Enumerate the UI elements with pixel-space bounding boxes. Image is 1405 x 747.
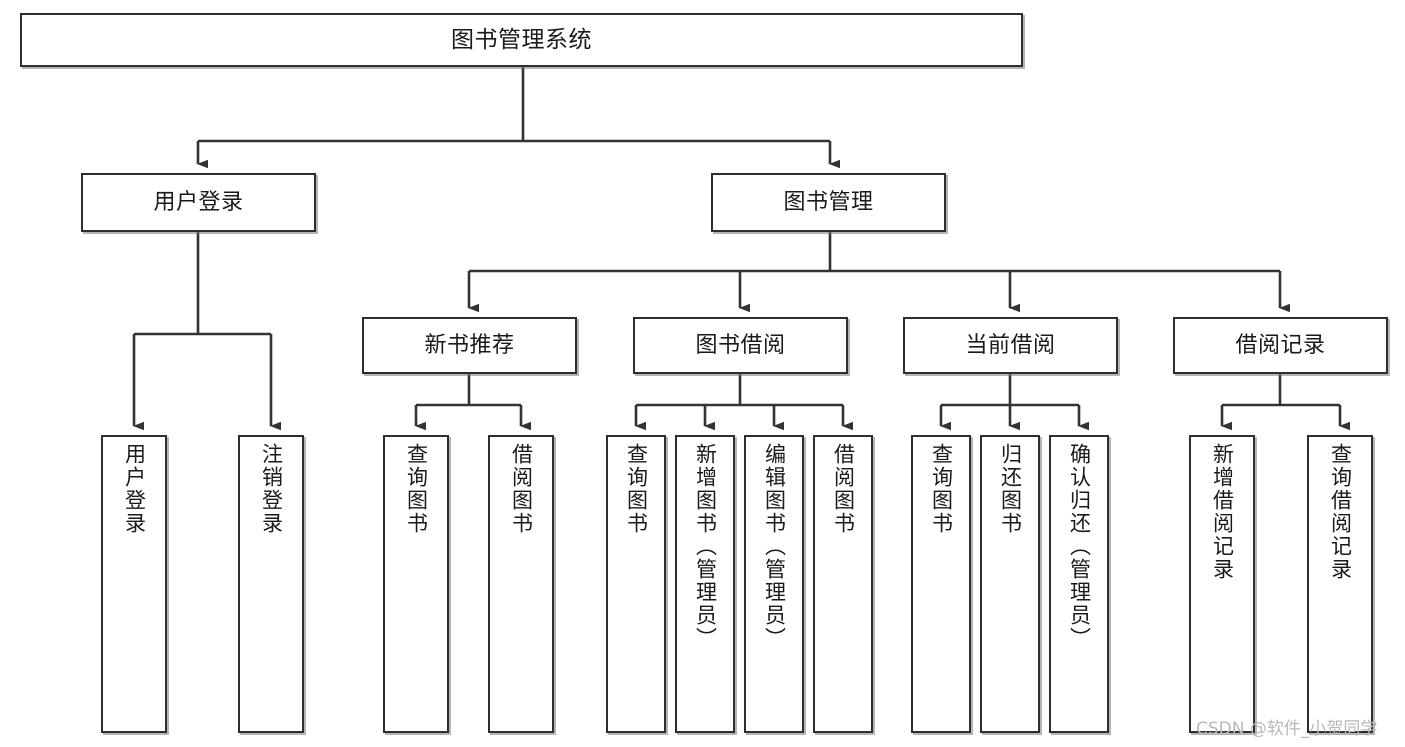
leaf-query-book-borrow[interactable]: 查询图书: [606, 435, 666, 733]
csdn-watermark: CSDN @软件_小贺同学: [1196, 719, 1378, 739]
node-label: 查询图书: [929, 443, 954, 535]
node-root-book-management-system[interactable]: 图书管理系统: [20, 13, 1023, 67]
node-user-login[interactable]: 用户登录: [81, 173, 316, 232]
node-label: 新增借阅记录: [1210, 443, 1235, 581]
node-label: 归还图书: [998, 443, 1023, 535]
node-new-book-recommend[interactable]: 新书推荐: [362, 317, 577, 374]
leaf-query-book-recommend[interactable]: 查询图书: [383, 435, 449, 733]
node-label: 借阅图书: [831, 443, 856, 535]
node-book-management[interactable]: 图书管理: [711, 173, 946, 232]
leaf-query-borrow-record[interactable]: 查询借阅记录: [1307, 435, 1373, 733]
node-current-borrow[interactable]: 当前借阅: [903, 317, 1118, 374]
node-label: 图书管理系统: [451, 26, 592, 53]
node-label: 查询借阅记录: [1328, 443, 1353, 581]
node-label: 用户登录: [153, 189, 244, 215]
node-label: 查询图书: [624, 443, 649, 535]
node-label: 编辑图书（管理员）: [762, 443, 787, 650]
leaf-query-book-current[interactable]: 查询图书: [911, 435, 971, 733]
node-borrow-record[interactable]: 借阅记录: [1173, 317, 1388, 374]
leaf-confirm-return-admin[interactable]: 确认归还（管理员）: [1049, 435, 1109, 733]
leaf-add-book-admin[interactable]: 新增图书（管理员）: [675, 435, 735, 733]
node-label: 图书借阅: [695, 332, 786, 358]
node-label: 图书管理: [783, 189, 874, 215]
leaf-edit-book-admin[interactable]: 编辑图书（管理员）: [744, 435, 804, 733]
node-book-borrow[interactable]: 图书借阅: [633, 317, 848, 374]
node-label: 新增图书（管理员）: [693, 443, 718, 650]
leaf-borrow-book-recommend[interactable]: 借阅图书: [488, 435, 554, 733]
leaf-logout-login[interactable]: 注销登录: [238, 435, 304, 733]
node-label: 新书推荐: [424, 332, 515, 358]
leaf-borrow-book[interactable]: 借阅图书: [813, 435, 873, 733]
node-label: 用户登录: [122, 443, 147, 535]
node-label: 借阅记录: [1235, 332, 1326, 358]
node-label: 当前借阅: [965, 332, 1056, 358]
leaf-return-book[interactable]: 归还图书: [980, 435, 1040, 733]
leaf-user-login[interactable]: 用户登录: [101, 435, 167, 733]
node-label: 确认归还（管理员）: [1067, 443, 1092, 650]
node-label: 查询图书: [404, 443, 429, 535]
leaf-add-borrow-record[interactable]: 新增借阅记录: [1189, 435, 1255, 733]
node-label: 注销登录: [259, 443, 284, 535]
node-label: 借阅图书: [509, 443, 534, 535]
